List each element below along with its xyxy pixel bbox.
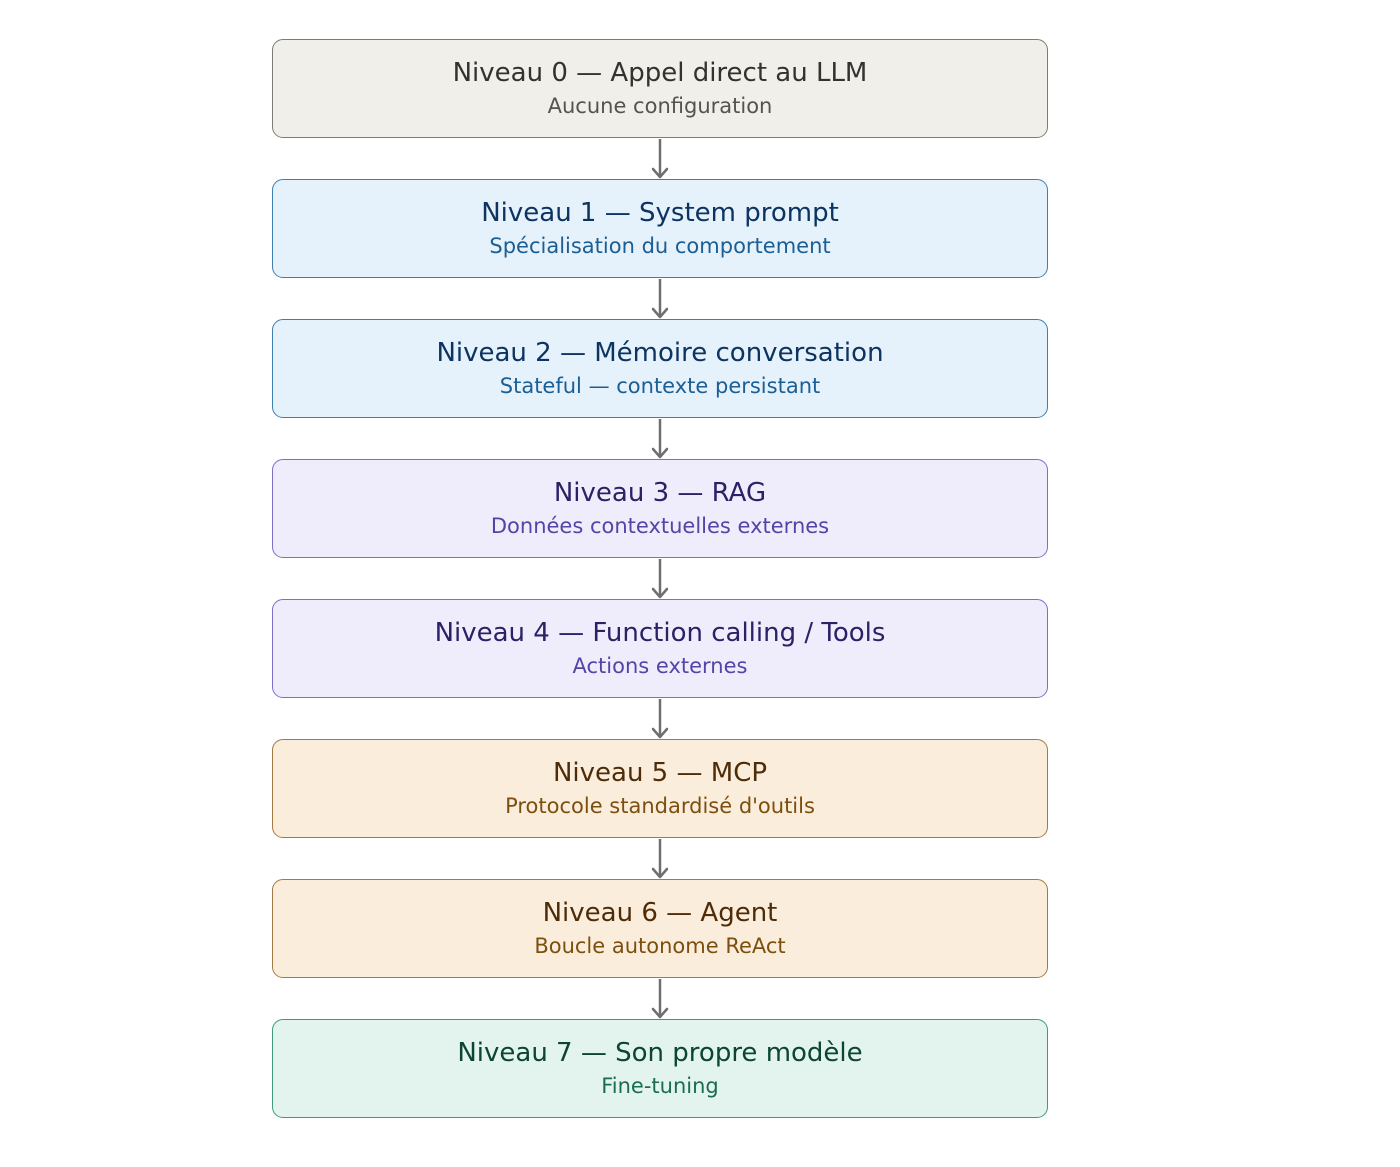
arrow-2-to-3 xyxy=(651,419,669,459)
level-5-subtitle: Protocole standardisé d'outils xyxy=(505,794,815,818)
arrow-1-to-2 xyxy=(651,279,669,319)
arrow-3-to-4 xyxy=(651,559,669,599)
level-2-box: Niveau 2 — Mémoire conversation Stateful… xyxy=(272,319,1048,418)
level-0-title: Niveau 0 — Appel direct au LLM xyxy=(452,58,868,88)
level-0-subtitle: Aucune configuration xyxy=(547,94,773,118)
level-2-subtitle: Stateful — contexte persistant xyxy=(499,374,821,398)
level-0-box: Niveau 0 — Appel direct au LLM Aucune co… xyxy=(272,39,1048,138)
level-2-title: Niveau 2 — Mémoire conversation xyxy=(436,338,884,368)
level-7-title: Niveau 7 — Son propre modèle xyxy=(457,1038,863,1068)
level-6-subtitle: Boucle autonome ReAct xyxy=(534,934,786,958)
arrow-0-to-1 xyxy=(651,139,669,179)
level-1-box: Niveau 1 — System prompt Spécialisation … xyxy=(272,179,1048,278)
level-5-box: Niveau 5 — MCP Protocole standardisé d'o… xyxy=(272,739,1048,838)
level-3-box: Niveau 3 — RAG Données contextuelles ext… xyxy=(272,459,1048,558)
level-6-title: Niveau 6 — Agent xyxy=(542,898,778,928)
level-1-subtitle: Spécialisation du comportement xyxy=(489,234,831,258)
arrow-4-to-5 xyxy=(651,699,669,739)
level-3-subtitle: Données contextuelles externes xyxy=(490,514,830,538)
level-4-subtitle: Actions externes xyxy=(572,654,748,678)
level-7-box: Niveau 7 — Son propre modèle Fine-tuning xyxy=(272,1019,1048,1118)
level-6-box: Niveau 6 — Agent Boucle autonome ReAct xyxy=(272,879,1048,978)
level-4-title: Niveau 4 — Function calling / Tools xyxy=(434,618,886,648)
level-1-title: Niveau 1 — System prompt xyxy=(481,198,839,228)
level-7-subtitle: Fine-tuning xyxy=(601,1074,719,1098)
level-5-title: Niveau 5 — MCP xyxy=(552,758,768,788)
level-4-box: Niveau 4 — Function calling / Tools Acti… xyxy=(272,599,1048,698)
arrow-6-to-7 xyxy=(651,979,669,1019)
level-3-title: Niveau 3 — RAG xyxy=(553,478,767,508)
arrow-5-to-6 xyxy=(651,839,669,879)
